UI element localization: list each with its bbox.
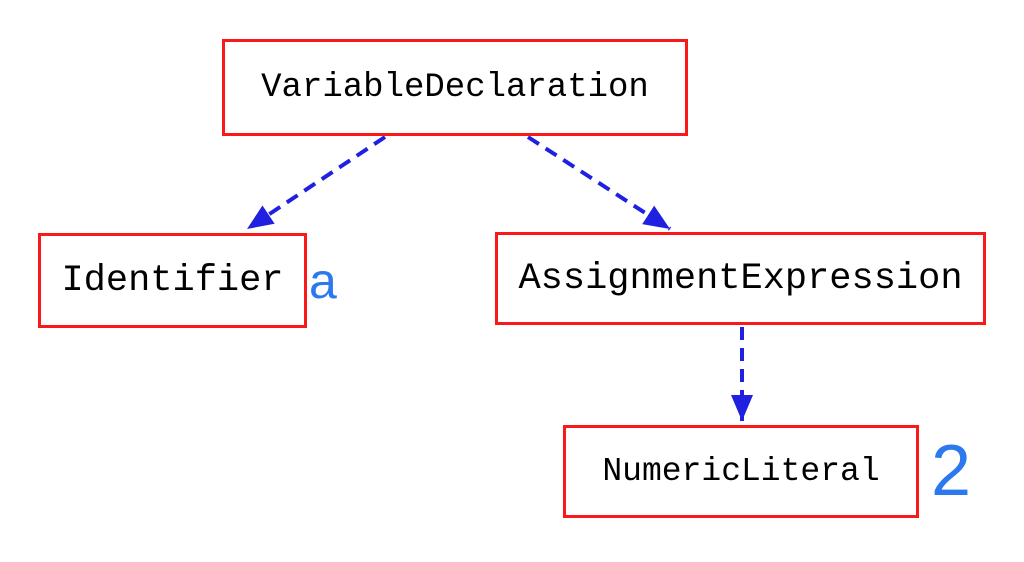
numeric-literal-value-annotation: 2: [931, 431, 972, 511]
node-numeric-literal: NumericLiteral: [563, 425, 919, 518]
edge-variabledeclaration-to-assignmentexpression: [526, 135, 672, 231]
node-assignment-expression-label: AssignmentExpression: [518, 257, 963, 300]
node-variable-declaration: VariableDeclaration: [222, 39, 688, 136]
edge-variabledeclaration-to-identifier: [245, 135, 387, 231]
node-numeric-literal-label: NumericLiteral: [602, 453, 880, 490]
node-identifier: Identifier: [38, 233, 307, 328]
node-variable-declaration-label: VariableDeclaration: [261, 68, 649, 107]
node-identifier-label: Identifier: [61, 259, 284, 302]
identifier-value-annotation: a: [309, 253, 337, 309]
node-assignment-expression: AssignmentExpression: [495, 232, 986, 325]
